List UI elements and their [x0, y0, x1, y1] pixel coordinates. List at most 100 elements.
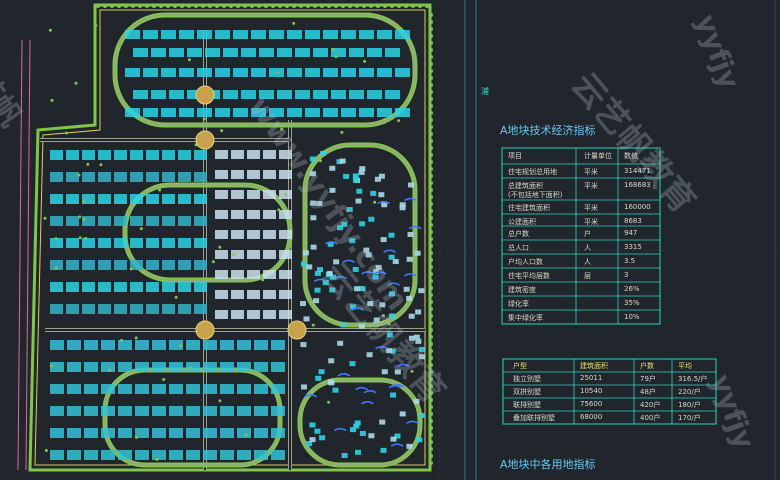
building: [359, 108, 374, 117]
shrub: [189, 366, 193, 370]
shrub: [155, 457, 159, 461]
building: [215, 68, 230, 77]
tree: [429, 426, 433, 430]
building: [341, 68, 356, 77]
villa: [408, 313, 415, 319]
building: [125, 68, 140, 77]
building: [263, 170, 276, 179]
building: [169, 428, 183, 438]
building: [263, 190, 276, 199]
water-feature: [387, 282, 401, 286]
villa: [354, 420, 361, 426]
villa: [349, 238, 356, 244]
tree: [236, 4, 240, 8]
building: [66, 304, 79, 314]
building: [50, 194, 63, 204]
villa: [379, 302, 386, 308]
building: [349, 90, 364, 99]
villa: [372, 274, 379, 280]
table-a-cell-unit: 层: [584, 272, 591, 280]
villa: [355, 449, 362, 455]
building: [130, 304, 143, 314]
tree: [397, 4, 401, 8]
building: [66, 194, 79, 204]
shrub: [187, 58, 191, 62]
building: [220, 340, 234, 350]
building: [125, 108, 140, 117]
tree: [429, 286, 433, 290]
villa: [368, 433, 375, 439]
building: [287, 68, 302, 77]
villa: [306, 264, 313, 270]
tree: [429, 454, 433, 458]
building: [178, 216, 191, 226]
building: [231, 190, 244, 199]
tree: [425, 4, 429, 8]
villa: [386, 332, 393, 338]
building: [287, 30, 302, 39]
building: [305, 30, 320, 39]
building: [50, 260, 63, 270]
building: [133, 90, 148, 99]
building: [203, 428, 217, 438]
building: [263, 210, 276, 219]
villa: [380, 447, 387, 453]
tree: [429, 258, 433, 262]
building: [359, 68, 374, 77]
building: [186, 450, 200, 460]
tree: [429, 202, 433, 206]
tree: [103, 4, 107, 8]
shrub: [280, 127, 284, 131]
tree: [429, 447, 433, 451]
building: [133, 48, 148, 57]
building: [50, 282, 63, 292]
tree: [271, 4, 275, 8]
table-a-cell-value: 168683: [624, 181, 651, 189]
tree: [429, 321, 433, 325]
building: [215, 290, 228, 299]
building: [114, 304, 127, 314]
building: [194, 282, 207, 292]
building: [66, 238, 79, 248]
shrub: [54, 237, 58, 241]
building: [50, 340, 64, 350]
tree: [201, 4, 205, 8]
shrub: [120, 338, 124, 342]
villa: [352, 177, 359, 183]
tree: [429, 48, 433, 52]
building: [114, 216, 127, 226]
building: [247, 170, 260, 179]
building: [295, 90, 310, 99]
villa: [319, 435, 326, 441]
building: [203, 406, 217, 416]
building: [162, 172, 175, 182]
loop-road-edge-4: [299, 379, 421, 466]
shrub: [78, 215, 82, 219]
tree: [285, 4, 289, 8]
building: [146, 172, 159, 182]
tree: [152, 4, 156, 8]
water-feature: [361, 400, 374, 405]
building: [66, 150, 79, 160]
villa: [381, 369, 388, 375]
villa: [326, 270, 333, 276]
tree: [429, 160, 433, 164]
building: [50, 406, 64, 416]
water-feature: [390, 443, 404, 447]
villa: [367, 301, 374, 307]
table-b-cell: 79户: [640, 375, 656, 383]
shrub: [44, 449, 48, 453]
tree: [429, 223, 433, 227]
table-a-cell-value: 3315: [624, 243, 642, 251]
water-feature: [377, 200, 390, 205]
building: [395, 68, 410, 77]
building: [241, 90, 256, 99]
tree: [173, 4, 177, 8]
tree: [429, 412, 433, 416]
building: [279, 230, 292, 239]
table-b-cell: 75600: [580, 400, 603, 408]
building: [50, 450, 64, 460]
building: [143, 68, 158, 77]
villa: [390, 392, 397, 398]
table-a-cell-value: 数值: [624, 152, 638, 160]
